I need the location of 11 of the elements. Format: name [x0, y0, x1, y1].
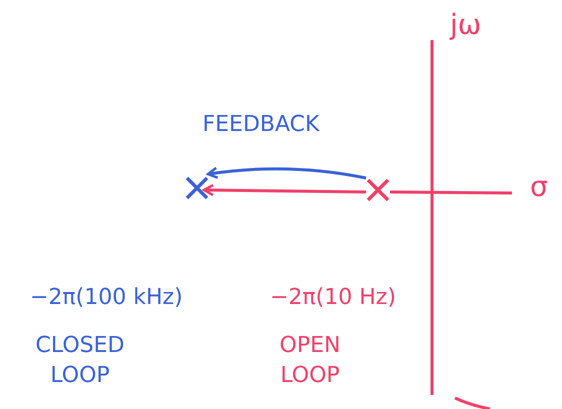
arrow — [202, 184, 366, 196]
pole-value: −2π(10 Hz) — [270, 284, 396, 312]
arrow — [206, 166, 366, 180]
pole-marker — [366, 178, 390, 202]
pole-marker — [185, 176, 209, 200]
pole-value: −2π(100 kHz) — [30, 284, 183, 312]
pole-caption: CLOSED LOOP — [34, 332, 126, 390]
axis-label: jω — [450, 8, 482, 42]
pole-caption: OPEN LOOP — [278, 332, 342, 390]
edge-label: FEEDBACK — [202, 111, 320, 139]
axis-label: σ — [530, 170, 548, 204]
